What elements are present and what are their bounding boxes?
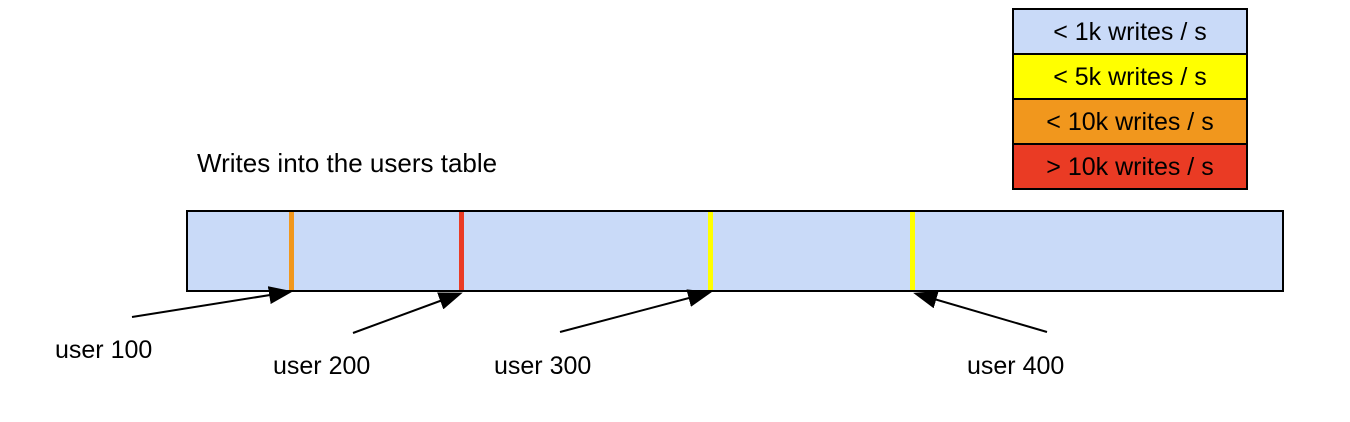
hotspot-marker-user-400 — [910, 212, 915, 290]
users-table-bar — [186, 210, 1284, 292]
hotspot-marker-user-200 — [459, 212, 464, 290]
arrow-user-300 — [559, 289, 712, 333]
user-300-label: user 300 — [494, 352, 592, 380]
user-400-label: user 400 — [967, 352, 1065, 380]
legend-item-lt-1k: < 1k writes / s — [1012, 8, 1248, 55]
hotspot-marker-user-100 — [289, 212, 294, 290]
legend-item-gt-10k: > 10k writes / s — [1012, 143, 1248, 190]
legend: < 1k writes / s < 5k writes / s < 10k wr… — [1012, 8, 1248, 190]
hotspot-marker-user-300 — [708, 212, 713, 290]
arrow-user-400 — [913, 290, 1048, 333]
arrow-user-100 — [131, 286, 293, 318]
arrow-user-200 — [352, 292, 463, 334]
user-100-label: user 100 — [55, 336, 153, 364]
legend-item-lt-10k: < 10k writes / s — [1012, 98, 1248, 145]
diagram-title: Writes into the users table — [197, 148, 498, 178]
legend-item-lt-5k: < 5k writes / s — [1012, 53, 1248, 100]
user-200-label: user 200 — [273, 352, 371, 380]
